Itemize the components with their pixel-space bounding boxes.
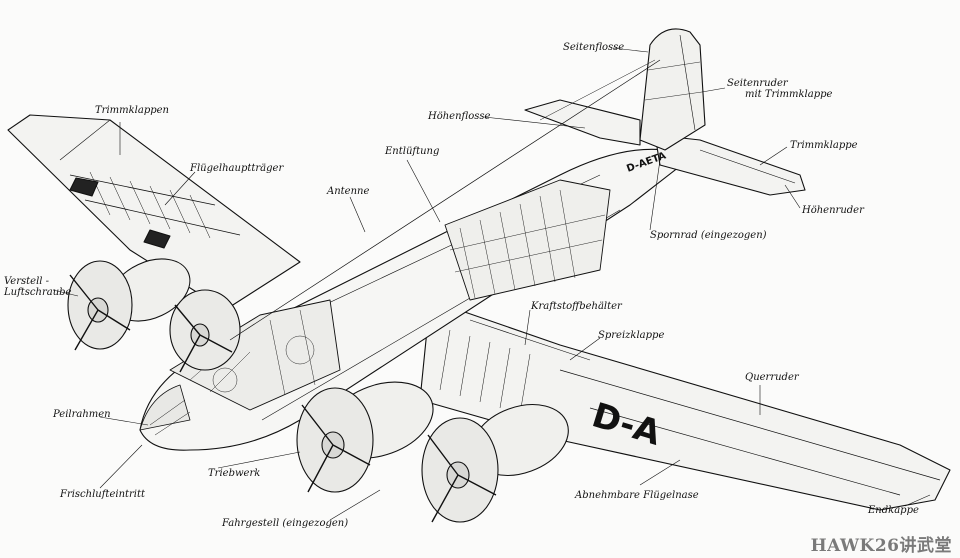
label-hoehenflosse: Höhenflosse [428, 111, 491, 122]
wing-ribs-left [89, 171, 211, 239]
vertical-fin [639, 28, 706, 151]
leader-lines [52, 47, 931, 521]
label-seitenflosse: Seitenflosse [563, 42, 625, 53]
label-triebwerk: Triebwerk [208, 468, 261, 479]
label-antenne: Antenne [327, 186, 370, 197]
engine-outer-left [67, 258, 191, 351]
label-fluegelhaupttraeger: Flügelhauptträger [190, 163, 284, 174]
wing-ribs-right [439, 329, 531, 415]
right-wing [419, 299, 951, 511]
label-seitenruder: Seitenruder mit Trimmklappe [727, 78, 832, 100]
engine-inner-left [169, 289, 241, 373]
label-querruder: Querruder [745, 372, 799, 383]
label-entlueftung: Entlüftung [385, 146, 440, 157]
label-trimmklappen: Trimmklappen [95, 105, 169, 116]
horizontal-stabilizer [524, 99, 806, 196]
antenna-wire [229, 59, 661, 341]
label-fahrgestell: Fahrgestell (eingezogen) [222, 518, 349, 529]
label-peilrahmen: Peilrahmen [53, 409, 111, 420]
label-spreizklappe: Spreizklappe [598, 330, 665, 341]
label-trimmklappe: Trimmklappe [790, 140, 858, 151]
label-verstell-line2: Luftschraube [4, 287, 72, 298]
cockpit-detail [189, 309, 316, 396]
label-abnehmbare-fluegelnase: Abnehmbare Flügelnase [575, 490, 699, 501]
label-kraftstoffbehaelter: Kraftstoffbehälter [531, 301, 622, 312]
label-verstell-line1: Verstell - [4, 276, 50, 287]
left-wing [7, 114, 301, 311]
cabin-frames [449, 189, 606, 299]
watermark: HAWK26讲武堂 [810, 536, 952, 556]
label-verstell-luftschraube: Verstell - Luftschraube [4, 276, 71, 298]
fuselage [139, 139, 691, 451]
label-seitenruder-line1: Seitenruder [727, 78, 788, 89]
label-seitenruder-line2: mit Trimmklappe [745, 89, 833, 100]
engine-inner-right [296, 381, 434, 493]
label-endkappe: Endkappe [868, 505, 919, 516]
label-spornrad: Spornrad (eingezogen) [650, 230, 767, 241]
label-hoehenruder: Höhenruder [802, 205, 864, 216]
label-frischlufteintritt: Frischlufteintritt [60, 489, 146, 500]
engine-outer-right [421, 404, 569, 523]
